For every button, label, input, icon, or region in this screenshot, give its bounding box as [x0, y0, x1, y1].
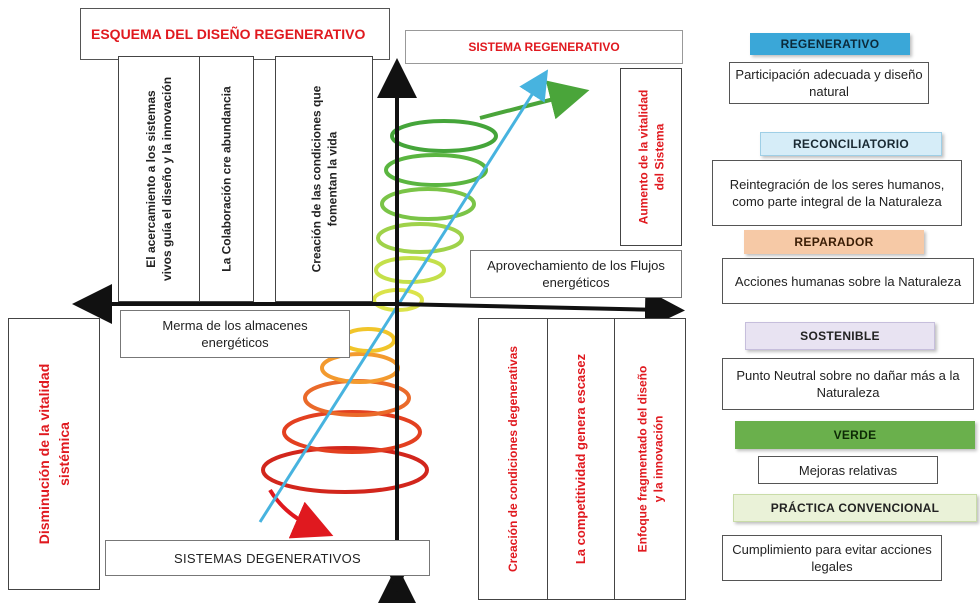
- energy-flows-box: Aprovechamiento de los Flujos energético…: [470, 250, 682, 298]
- upper-left-column-1-text: El acercamiento a los sistemas vivos guí…: [144, 76, 174, 282]
- lower-right-column-3-text: Enfoque fragmentado del diseño y la inno…: [635, 365, 665, 553]
- level-label-regenerativo: REGENERATIVO: [750, 33, 910, 55]
- level-desc-practica-convencional: Cumplimiento para evitar acciones legale…: [722, 535, 942, 581]
- upper-left-column-3-text: Creación de las condiciones que fomentan…: [309, 85, 340, 273]
- level-label-sostenible: SOSTENIBLE: [745, 322, 935, 350]
- vitality-increase-box: Aumento de la vitalidad del Sistema: [620, 68, 682, 246]
- vitality-decrease-box: Disminución de la vitalidad sistémica: [8, 318, 100, 590]
- upper-left-column-2-text: La Colaboración cre abundancia: [219, 86, 234, 272]
- level-desc-verde: Mejoras relativas: [758, 456, 938, 484]
- lower-right-column-1-text: Creación de condiciones degenerativas: [506, 345, 521, 573]
- level-label-reparador: REPARADOR: [744, 230, 924, 254]
- level-label-practica-convencional: PRÁCTICA CONVENCIONAL: [733, 494, 977, 522]
- energy-stores-box: Merma de los almacenes energéticos: [120, 310, 350, 358]
- lower-right-column-3: Enfoque fragmentado del diseño y la inno…: [614, 318, 686, 600]
- level-label-reconciliatorio: RECONCILIATORIO: [760, 132, 942, 156]
- upper-left-column-1: El acercamiento a los sistemas vivos guí…: [118, 56, 200, 302]
- vitality-decrease-text: Disminución de la vitalidad sistémica: [36, 363, 73, 545]
- regeneration-arrow: [258, 69, 549, 523]
- level-desc-reparador: Acciones humanas sobre la Naturaleza: [722, 258, 974, 304]
- spiral-regenerative: [372, 80, 590, 312]
- upper-left-column-3: Creación de las condiciones que fomentan…: [275, 56, 373, 302]
- vitality-increase-text: Aumento de la vitalidad del Sistema: [636, 89, 667, 225]
- degenerative-systems-box: SISTEMAS DEGENERATIVOS: [105, 540, 430, 576]
- horizontal-axis-right: [394, 289, 685, 330]
- diagram-title: ESQUEMA DEL DISEÑO REGENERATIVO: [80, 8, 390, 60]
- lower-right-column-2-text: La competitividad genera escasez: [573, 353, 589, 565]
- upper-left-column-2: La Colaboración cre abundancia: [199, 56, 254, 302]
- level-label-verde: VERDE: [735, 421, 975, 449]
- regenerative-system-box: SISTEMA REGENERATIVO: [405, 30, 683, 64]
- spiral-degenerative: [261, 327, 429, 539]
- level-desc-reconciliatorio: Reintegración de los seres humanos, como…: [712, 160, 962, 226]
- lower-right-column-1: Creación de condiciones degenerativas: [478, 318, 548, 600]
- lower-right-column-2: La competitividad genera escasez: [547, 318, 615, 600]
- level-desc-regenerativo: Participación adecuada y diseño natural: [729, 62, 929, 104]
- level-desc-sostenible: Punto Neutral sobre no dañar más a la Na…: [722, 358, 974, 410]
